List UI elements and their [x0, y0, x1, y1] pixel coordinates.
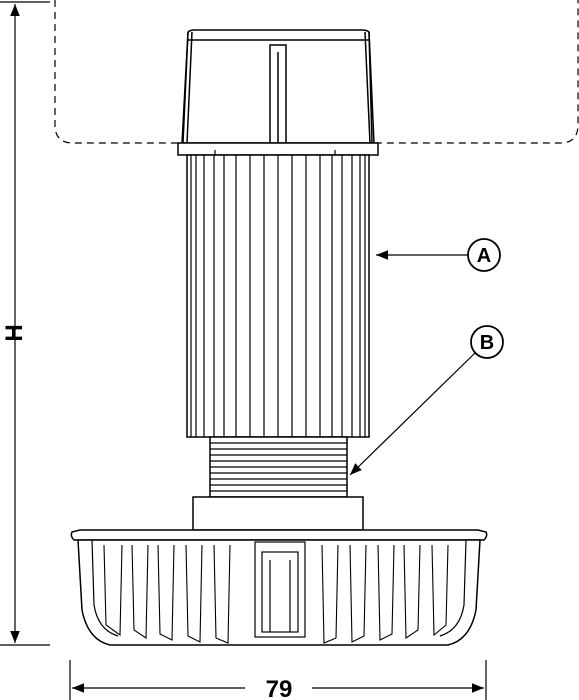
collar — [177, 142, 379, 156]
callout-a-label: A — [477, 245, 491, 267]
threaded-spindle — [209, 436, 348, 498]
callout-b: B — [349, 325, 504, 476]
width-dimension-label: 79 — [266, 676, 293, 700]
base-neck — [192, 496, 364, 531]
height-dimension — [0, 1, 50, 646]
height-dimension-label: H — [1, 324, 28, 341]
callout-b-label: B — [480, 332, 494, 354]
ribbed-sleeve — [186, 150, 370, 438]
callout-a: A — [376, 238, 501, 272]
top-cap — [181, 29, 375, 144]
width-dimension — [69, 660, 487, 700]
base-foot — [70, 529, 488, 646]
